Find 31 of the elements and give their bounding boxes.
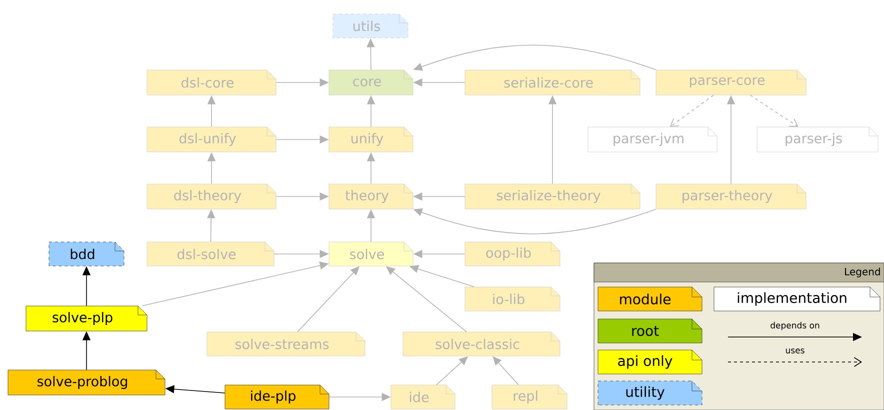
- module-box: bdd: [48, 242, 124, 266]
- module-box: dsl-unify: [146, 126, 276, 152]
- arrow: [670, 94, 714, 127]
- module-box: core: [328, 70, 414, 96]
- module-box: utils: [332, 14, 408, 38]
- legend-label: uses: [786, 348, 804, 354]
- module-box: dsl-core: [146, 70, 276, 96]
- module-box: ide-plp: [224, 384, 330, 410]
- module-box: io-lib: [464, 286, 560, 312]
- module-box: ide: [390, 384, 456, 410]
- module-box: parser-theory: [656, 184, 806, 210]
- module-box: oop-lib: [464, 242, 560, 266]
- module-box: parser-jvm: [588, 126, 718, 152]
- module-box: solve-streams: [206, 332, 366, 356]
- module-box: parser-core: [656, 70, 806, 96]
- legend-label: depends on: [770, 322, 820, 330]
- module-box: unify: [328, 126, 414, 152]
- module-box: repl: [492, 384, 568, 410]
- module-box: solve-plp: [26, 306, 148, 332]
- module-box: solve: [328, 242, 414, 266]
- legend-header: Legend: [594, 262, 884, 282]
- module-box: serialize-core: [464, 70, 640, 96]
- module-box: parser-js: [756, 126, 878, 152]
- module-box: solve-classic: [402, 332, 560, 356]
- module-box: theory: [328, 184, 414, 210]
- module-box: serialize-theory: [464, 184, 640, 210]
- arrow: [386, 266, 467, 332]
- module-box: dsl-theory: [146, 184, 276, 210]
- arrow: [750, 94, 798, 127]
- module-box: solve-problog: [8, 370, 166, 396]
- module-box: dsl-solve: [146, 242, 274, 266]
